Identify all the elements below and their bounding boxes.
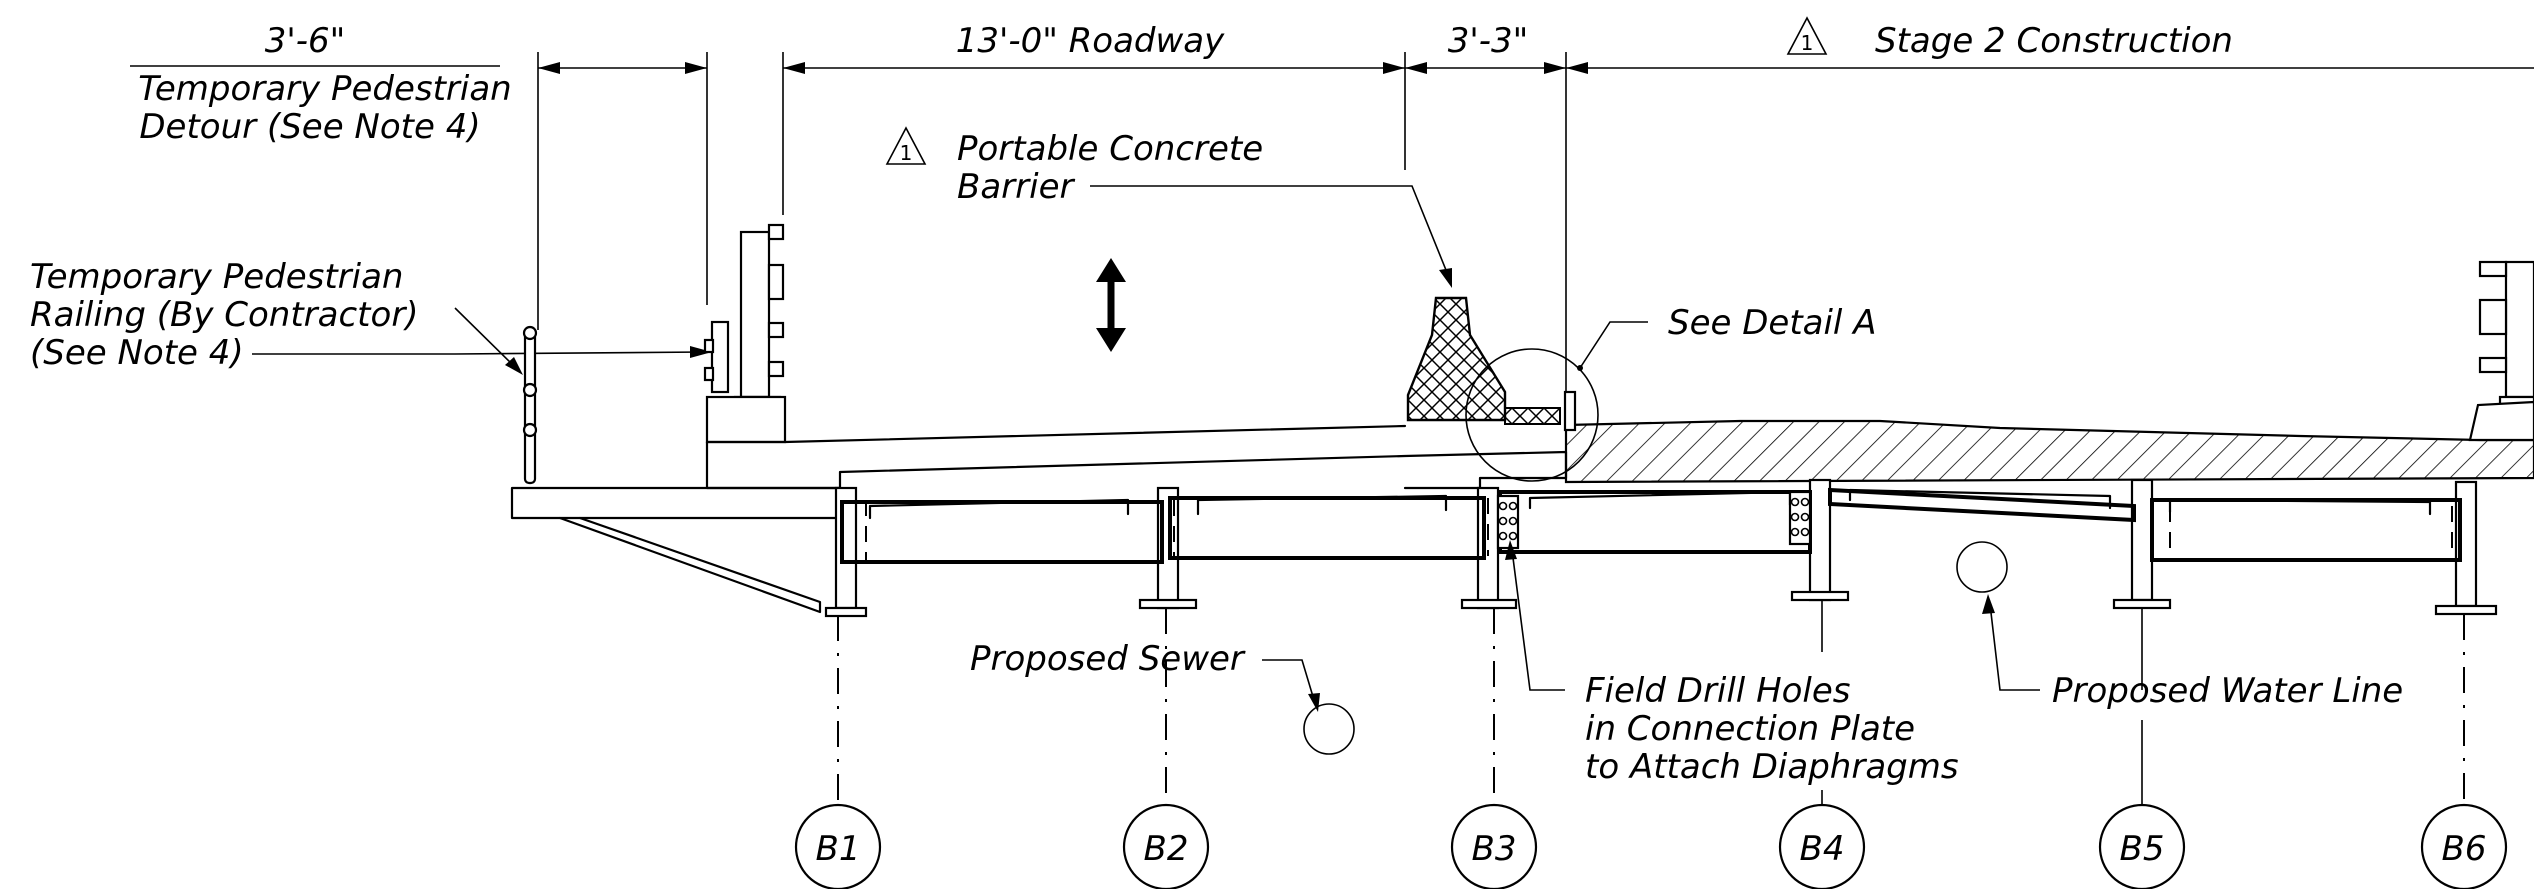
detail-label: See Detail A [1668,303,1876,343]
svg-text:B5: B5 [2120,829,2165,869]
beam-bubble-b4: B4 [1778,803,1866,889]
existing-slab [705,440,1568,490]
sewer-leader [1262,659,1315,701]
svg-text:B6: B6 [2442,829,2487,869]
girder-b4 [1790,478,1850,602]
revision-triangle-icon: 1 [1786,16,1828,55]
railing-label-line3: (See Note 4) [30,333,244,373]
dim-arrowhead [1383,62,1405,74]
diaphragm [1498,490,1812,554]
temporary-railing-parapet [703,320,730,394]
leader-dot [1577,365,1583,371]
beam-bubble-b6: B6 [2420,803,2508,889]
railing-label-line2: Railing (By Contractor) [30,295,419,335]
svg-text:B2: B2 [1144,829,1189,869]
barrier-anchor [1504,407,1561,425]
dim-arrowhead [783,62,805,74]
dim-arrowhead [538,62,560,74]
diaphragm [840,500,1164,564]
svg-text:1: 1 [900,141,913,165]
barrier-label-line2: Barrier [957,167,1075,207]
drill-label-line3: to Attach Diaphragms [1585,747,1959,787]
water-leader [1989,603,2040,691]
overhang-bracket [558,516,822,614]
haunch [1848,488,2112,510]
portable-concrete-barrier [1406,296,1507,422]
leader-arrowhead [505,357,523,375]
slab-top-line [783,424,1407,444]
temporary-railing-left [522,325,538,485]
dim-arrowhead [1544,62,1566,74]
revision-triangle-icon: 1 [885,126,927,165]
dim-arrowhead [685,62,707,74]
beam-bubble-b3: B3 [1450,803,1538,889]
drill-label-line1: Field Drill Holes [1585,671,1851,711]
beam-bubble-b2: B2 [1122,803,1210,889]
leader-arrowhead [1439,268,1452,288]
svg-text:B3: B3 [1472,829,1517,869]
diaphragm [2150,498,2462,562]
diaphragm [1828,487,2136,523]
leader-arrowhead [1505,540,1517,560]
connection-plate-b3 [1496,494,1520,550]
svg-text:B1: B1 [816,829,861,869]
detail-leader [1579,321,1648,369]
right-parapet-base [2468,400,2534,442]
railing-leader [252,351,706,355]
deck-joint-plate [1563,390,1577,432]
barrier-label-line1: Portable Concrete [957,129,1263,169]
girder-b1 [824,486,868,618]
stage2-slab-hatch [1564,419,2534,484]
dim-arrowhead [1566,62,1588,74]
railing-label-line1: Temporary Pedestrian [30,257,404,297]
dim-barrier-width: 3'-3" [1448,21,1529,61]
barrier-leader [1090,185,1449,276]
leader-arrowhead [1982,594,1995,614]
water-label: Proposed Water Line [2052,671,2403,711]
beam-bubble-b1: B1 [794,803,882,889]
dim-stage2: Stage 2 Construction [1875,21,2233,61]
svg-text:B4: B4 [1800,829,1845,869]
leader-arrowhead [690,346,712,358]
dim-left-width: 3'-6" [265,21,346,61]
detour-label-line2: Detour (See Note 4) [139,107,480,147]
dim-arrowhead [1405,62,1427,74]
parapet-railing [733,223,785,409]
proposed-water-pipe [1956,541,2008,593]
dim-roadway: 13'-0" Roadway [956,21,1225,61]
detour-label-line1: Temporary Pedestrian [138,69,512,109]
svg-text:1: 1 [1801,31,1814,55]
haunch [1528,490,1792,510]
double-arrow-icon [1096,258,1126,352]
haunch [2168,498,2432,516]
sewer-label: Proposed Sewer [970,639,1246,679]
drill-label-line2: in Connection Plate [1585,709,1915,749]
parapet-railing-right [2478,260,2534,409]
diaphragm [1168,496,1486,560]
proposed-sewer-pipe [1303,703,1355,755]
connection-plate-b4 [1788,490,1812,546]
overhang-slab [510,486,842,520]
drill-leader [1511,549,1565,691]
parapet-block [705,395,787,444]
railing-leader-branch [454,307,519,371]
beam-bubble-b5: B5 [2098,803,2186,889]
